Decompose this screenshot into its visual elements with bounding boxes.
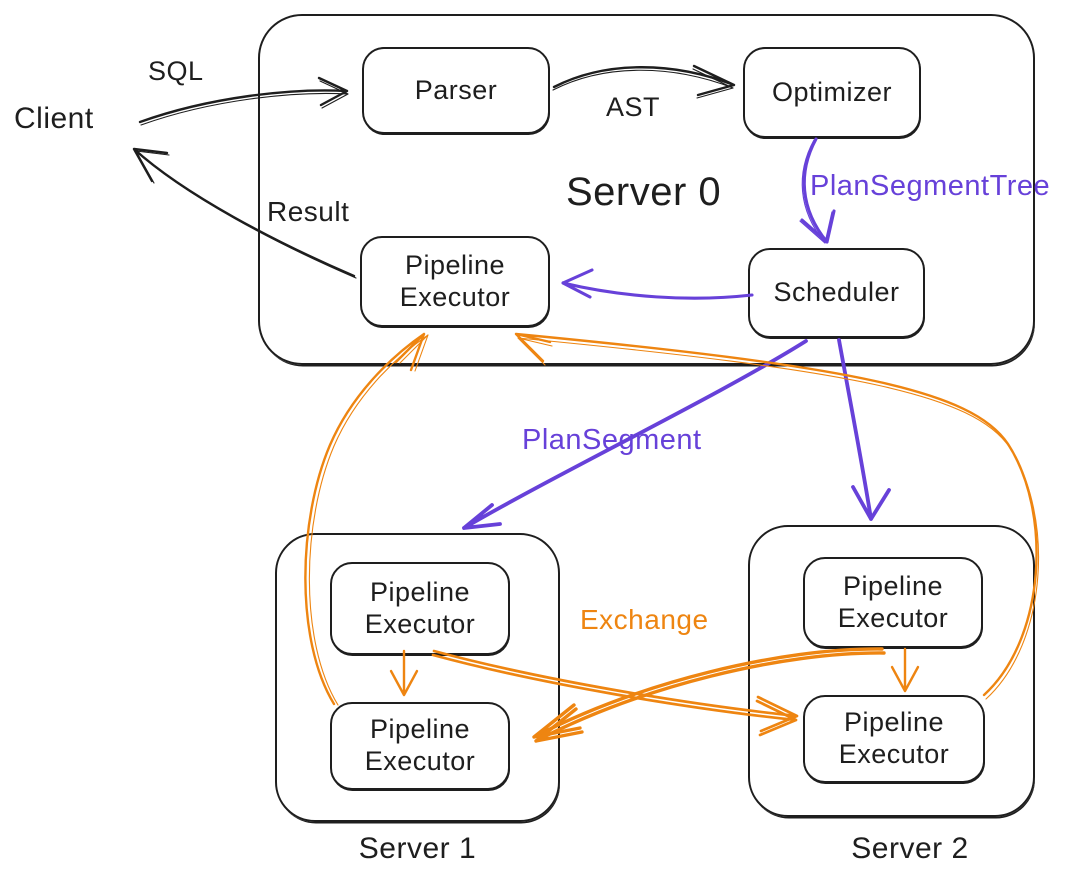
pipeline-executor-s0-box: Pipeline Executor bbox=[360, 236, 550, 327]
pipeline-executor-s1-bottom-label: Pipeline Executor bbox=[364, 714, 476, 776]
parser-label: Parser bbox=[414, 74, 498, 105]
scheduler-box: Scheduler bbox=[748, 248, 925, 338]
scheduler-label: Scheduler bbox=[773, 277, 900, 308]
pipeline-executor-s0-label: Pipeline Executor bbox=[399, 249, 511, 312]
server0-label: Server 0 bbox=[566, 170, 722, 214]
plan-segment-edge-label: PlanSegment bbox=[522, 424, 702, 456]
client-label: Client bbox=[14, 102, 94, 135]
plan-segment-tree-edge-label: PlanSegmentTree bbox=[810, 170, 1051, 202]
optimizer-label: Optimizer bbox=[771, 76, 892, 107]
pipeline-executor-s1-bottom-box: Pipeline Executor bbox=[330, 702, 510, 790]
sql-edge-label: SQL bbox=[148, 56, 204, 86]
result-edge-label: Result bbox=[267, 196, 350, 227]
pipeline-executor-s1-top-label: Pipeline Executor bbox=[364, 576, 476, 639]
plan-segment-arrow-server2 bbox=[837, 338, 891, 521]
server2-label: Server 2 bbox=[851, 832, 969, 865]
pipeline-executor-s2-bottom-label: Pipeline Executor bbox=[838, 707, 950, 769]
optimizer-box: Optimizer bbox=[743, 47, 921, 138]
parser-box: Parser bbox=[362, 47, 550, 134]
pipeline-executor-s2-bottom-box: Pipeline Executor bbox=[803, 695, 985, 783]
pipeline-executor-s1-top-box: Pipeline Executor bbox=[330, 562, 510, 655]
server1-label: Server 1 bbox=[358, 832, 477, 865]
pipeline-executor-s2-top-label: Pipeline Executor bbox=[837, 570, 949, 633]
ast-edge-label: AST bbox=[606, 92, 661, 122]
exchange-edge-label: Exchange bbox=[580, 604, 709, 635]
pipeline-executor-s2-top-box: Pipeline Executor bbox=[803, 557, 983, 648]
